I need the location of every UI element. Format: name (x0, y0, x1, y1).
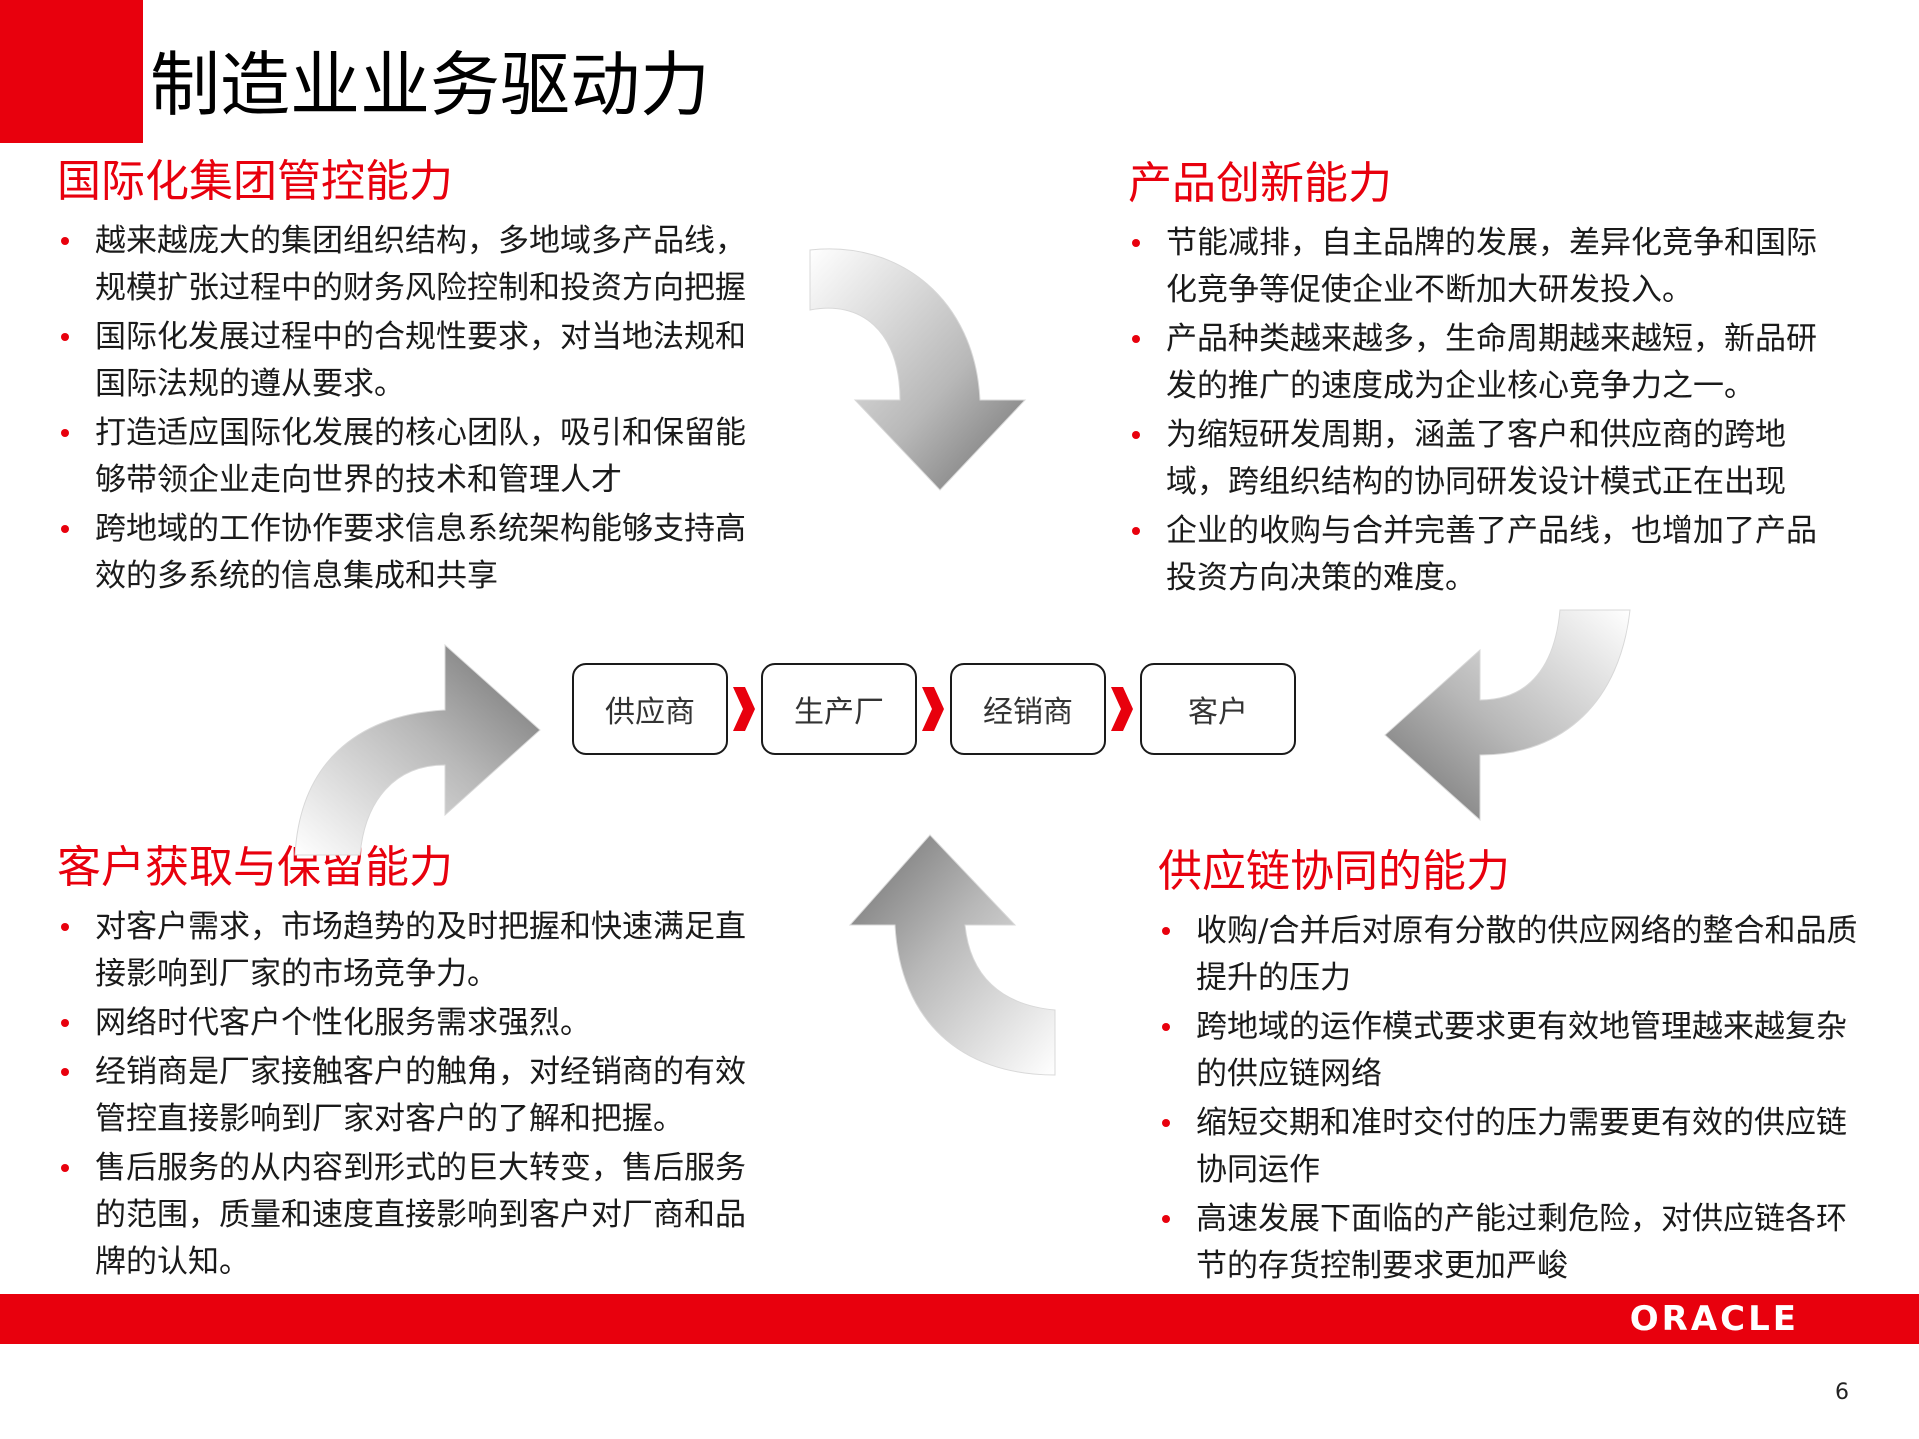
bullet-dot-icon (61, 237, 69, 245)
section-product-innovation: 产品创新能力 节能减排，自主品牌的发展，差异化竞争和国际化竞争等促使企业不断加大… (1128, 156, 1818, 604)
bullet-dot-icon (1162, 927, 1170, 935)
section-supply-chain: 供应链协同的能力 收购/合并后对原有分散的供应网络的整合和品质提升的压力 跨地域… (1158, 844, 1868, 1292)
bullet-text: 越来越庞大的集团组织结构，多地域多产品线，规模扩张过程中的财务风险控制和投资方向… (95, 223, 746, 306)
oracle-logo: ORACLE (1629, 1299, 1799, 1339)
section-title: 供应链协同的能力 (1158, 846, 1510, 897)
bullet-dot-icon (1132, 335, 1140, 343)
bullet-dot-icon (1132, 239, 1140, 247)
bullet-item: 产品种类越来越多，生命周期越来越短，新品研发的推广的速度成为企业核心竞争力之一。 (1128, 316, 1818, 410)
bullet-dot-icon (61, 1164, 69, 1172)
bullet-text: 企业的收购与合并完善了产品线，也增加了产品投资方向决策的难度。 (1166, 513, 1817, 596)
bullet-text: 跨地域的工作协作要求信息系统架构能够支持高效的多系统的信息集成和共享 (95, 511, 746, 594)
bullet-item: 国际化发展过程中的合规性要求，对当地法规和国际法规的遵从要求。 (57, 314, 747, 408)
bullet-text: 为缩短研发周期，涵盖了客户和供应商的跨地域，跨组织结构的协同研发设计模式正在出现 (1166, 417, 1786, 500)
bullet-dot-icon (61, 1019, 69, 1027)
bullet-dot-icon (1162, 1215, 1170, 1223)
bullet-text: 售后服务的从内容到形式的巨大转变，售后服务的范围，质量和速度直接影响到客户对厂商… (95, 1150, 746, 1280)
bullet-text: 国际化发展过程中的合规性要求，对当地法规和国际法规的遵从要求。 (95, 319, 746, 402)
curved-arrow-icon (294, 643, 541, 856)
section-global-group-control: 国际化集团管控能力 越来越庞大的集团组织结构，多地域多产品线，规模扩张过程中的财… (57, 154, 747, 602)
bullet-item: 售后服务的从内容到形式的巨大转变，售后服务的范围，质量和速度直接影响到客户对厂商… (57, 1145, 757, 1286)
bullet-dot-icon (61, 1068, 69, 1076)
bullet-item: 高速发展下面临的产能过剩危险，对供应链各环节的存货控制要求更加严峻 (1158, 1196, 1868, 1290)
section-title: 客户获取与保留能力 (57, 842, 453, 893)
bullet-text: 产品种类越来越多，生命周期越来越短，新品研发的推广的速度成为企业核心竞争力之一。 (1166, 321, 1817, 404)
bullet-item: 缩短交期和准时交付的压力需要更有效的供应链协同运作 (1158, 1100, 1868, 1194)
flow-step-factory: 生产厂 (761, 663, 917, 755)
bullet-text: 缩短交期和准时交付的压力需要更有效的供应链协同运作 (1196, 1105, 1847, 1188)
chevron-right-icon (1111, 687, 1133, 731)
bullet-item: 网络时代客户个性化服务需求强烈。 (57, 1000, 757, 1047)
bullet-text: 节能减排，自主品牌的发展，差异化竞争和国际化竞争等促使企业不断加大研发投入。 (1166, 225, 1817, 308)
bullet-dot-icon (61, 525, 69, 533)
bullet-dot-icon (61, 923, 69, 931)
bullet-item: 收购/合并后对原有分散的供应网络的整合和品质提升的压力 (1158, 908, 1868, 1002)
curved-arrow-icon (1384, 609, 1631, 822)
bullet-text: 打造适应国际化发展的核心团队，吸引和保留能够带领企业走向世界的技术和管理人才 (95, 415, 746, 498)
bullet-item: 越来越庞大的集团组织结构，多地域多产品线，规模扩张过程中的财务风险控制和投资方向… (57, 218, 747, 312)
corner-accent-block (0, 0, 143, 143)
bullet-list: 收购/合并后对原有分散的供应网络的整合和品质提升的压力 跨地域的运作模式要求更有… (1158, 908, 1868, 1290)
bullet-item: 经销商是厂家接触客户的触角，对经销商的有效管控直接影响到厂家对客户的了解和把握。 (57, 1049, 757, 1143)
bullet-list: 对客户需求，市场趋势的及时把握和快速满足直接影响到厂家的市场竞争力。 网络时代客… (57, 904, 757, 1286)
bullet-item: 节能减排，自主品牌的发展，差异化竞争和国际化竞争等促使企业不断加大研发投入。 (1128, 220, 1818, 314)
bullet-list: 越来越庞大的集团组织结构，多地域多产品线，规模扩张过程中的财务风险控制和投资方向… (57, 218, 747, 600)
bullet-text: 跨地域的运作模式要求更有效地管理越来越复杂的供应链网络 (1196, 1009, 1847, 1092)
bullet-text: 网络时代客户个性化服务需求强烈。 (95, 1005, 591, 1041)
bullet-dot-icon (61, 429, 69, 437)
footer-bar: ORACLE (0, 1294, 1919, 1344)
bullet-dot-icon (1162, 1119, 1170, 1127)
bullet-item: 跨地域的工作协作要求信息系统架构能够支持高效的多系统的信息集成和共享 (57, 506, 747, 600)
value-chain-flow: 供应商 生产厂 经销商 客户 (572, 663, 1302, 759)
flow-step-supplier: 供应商 (572, 663, 728, 755)
bullet-text: 对客户需求，市场趋势的及时把握和快速满足直接影响到厂家的市场竞争力。 (95, 909, 746, 992)
bullet-list: 节能减排，自主品牌的发展，差异化竞争和国际化竞争等促使企业不断加大研发投入。 产… (1128, 220, 1818, 602)
chevron-right-icon (733, 687, 755, 731)
bullet-dot-icon (1132, 431, 1140, 439)
bullet-dot-icon (61, 333, 69, 341)
bullet-item: 跨地域的运作模式要求更有效地管理越来越复杂的供应链网络 (1158, 1004, 1868, 1098)
flow-step-distributor: 经销商 (950, 663, 1106, 755)
page-number: 6 (1835, 1380, 1849, 1405)
bullet-text: 收购/合并后对原有分散的供应网络的整合和品质提升的压力 (1196, 913, 1858, 996)
bullet-item: 为缩短研发周期，涵盖了客户和供应商的跨地域，跨组织结构的协同研发设计模式正在出现 (1128, 412, 1818, 506)
section-title: 产品创新能力 (1128, 158, 1392, 209)
bullet-text: 高速发展下面临的产能过剩危险，对供应链各环节的存货控制要求更加严峻 (1196, 1201, 1847, 1284)
bullet-item: 打造适应国际化发展的核心团队，吸引和保留能够带领企业走向世界的技术和管理人才 (57, 410, 747, 504)
section-customer-acquisition: 客户获取与保留能力 对客户需求，市场趋势的及时把握和快速满足直接影响到厂家的市场… (57, 840, 757, 1288)
bullet-text: 经销商是厂家接触客户的触角，对经销商的有效管控直接影响到厂家对客户的了解和把握。 (95, 1054, 746, 1137)
bullet-dot-icon (1162, 1023, 1170, 1031)
bullet-item: 对客户需求，市场趋势的及时把握和快速满足直接影响到厂家的市场竞争力。 (57, 904, 757, 998)
page-title: 制造业业务驱动力 (150, 44, 710, 126)
curved-arrow-icon (848, 834, 1056, 1076)
bullet-dot-icon (1132, 527, 1140, 535)
bullet-item: 企业的收购与合并完善了产品线，也增加了产品投资方向决策的难度。 (1128, 508, 1818, 602)
curved-arrow-icon (809, 248, 1027, 491)
section-title: 国际化集团管控能力 (57, 156, 453, 207)
flow-step-customer: 客户 (1140, 663, 1296, 755)
chevron-right-icon (922, 687, 944, 731)
